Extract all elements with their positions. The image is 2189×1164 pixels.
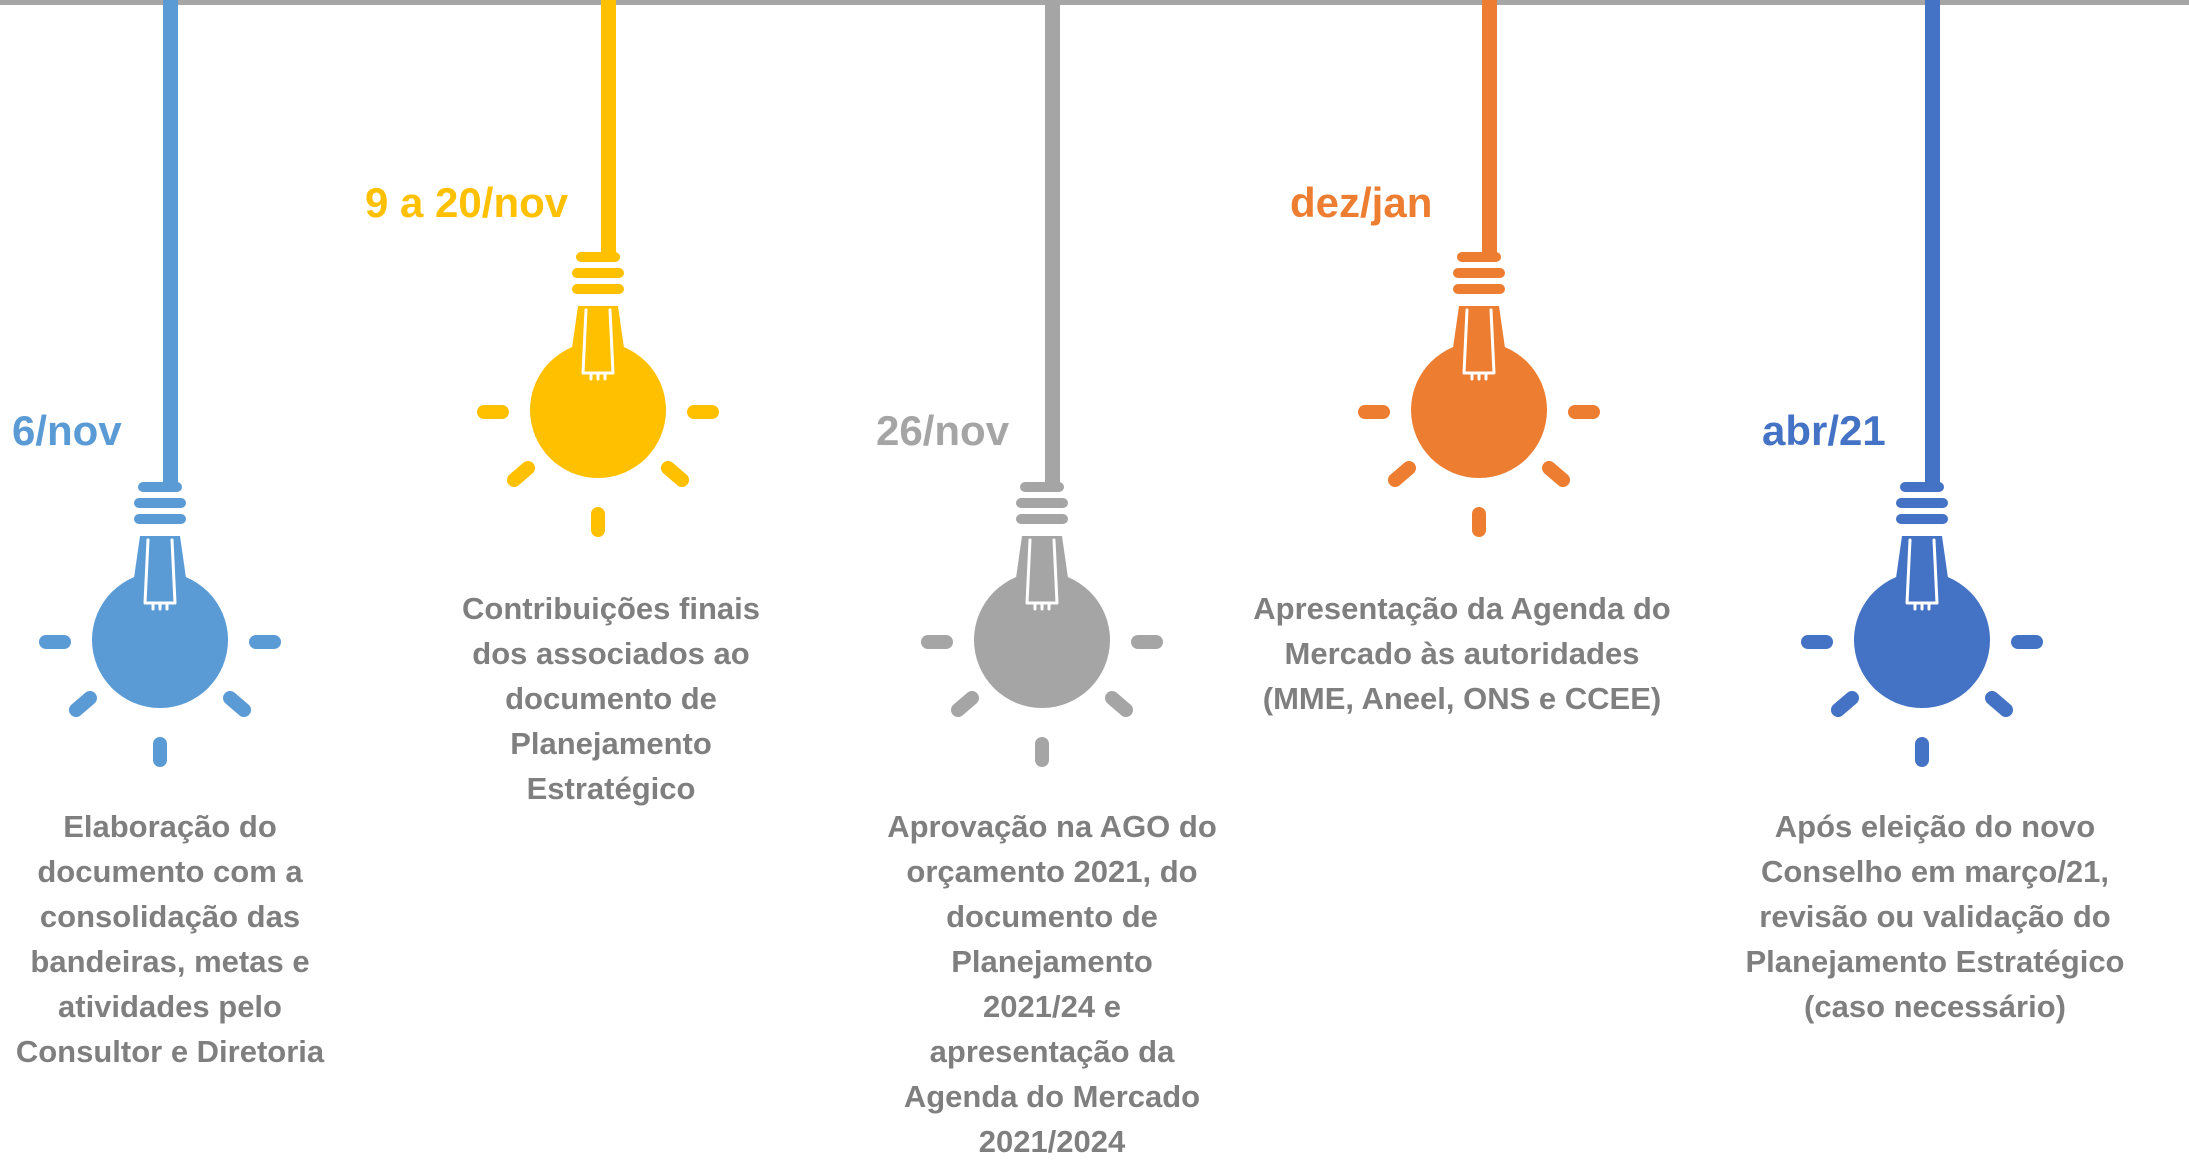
description-line: Após eleição do novo [1774, 809, 2096, 844]
description-line: Planejamento [951, 944, 1153, 979]
description-line: Elaboração do [63, 809, 277, 844]
lightbulb-icon [1801, 482, 2043, 767]
milestone-1-wire [163, 0, 178, 485]
lightbulb-icon [39, 482, 281, 767]
description-line: Planejamento Estratégico [1745, 944, 2125, 979]
description-line: documento de [946, 899, 1158, 934]
description-line: revisão ou validação do [1759, 899, 2111, 934]
description-line: 2021/24 e [983, 989, 1121, 1024]
milestone-1-description: Elaboração do documento com a consolidação… [0, 804, 365, 1074]
description-line: Estratégico [526, 771, 696, 806]
milestone-3-wire [1045, 0, 1060, 485]
milestone-2-description: Contribuições finais dos associados ao doc… [416, 586, 806, 811]
milestone-3-description: Aprovação na AGO do orçamento 2021, do doc… [857, 804, 1247, 1164]
milestone-4-description: Apresentação da Agenda do Mercado às auto… [1222, 586, 1702, 721]
milestone-4-wire [1482, 0, 1497, 255]
description-line: Contribuições finais [462, 591, 760, 626]
description-line: consolidação das [39, 899, 301, 934]
milestone-4-date: dez/jan [1290, 179, 1433, 226]
description-line: Apresentação da Agenda do [1253, 591, 1671, 626]
milestone-2-wire [601, 0, 616, 255]
description-line: dos associados ao [472, 636, 750, 671]
description-line: 2021/2024 [978, 1124, 1126, 1159]
description-line: (MME, Aneel, ONS e CCEE) [1262, 681, 1662, 716]
description-line: Conselho em março/21, [1760, 854, 2109, 889]
description-line: apresentação da [929, 1034, 1175, 1069]
description-line: orçamento 2021, do [906, 854, 1198, 889]
description-line: bandeiras, metas e [30, 944, 310, 979]
milestone-3-date: 26/nov [876, 407, 1010, 454]
timeline-top-line [0, 0, 2189, 5]
milestone-5-wire [1925, 0, 1940, 485]
lightbulb-icon [477, 252, 719, 537]
description-line: Consultor e Diretoria [15, 1034, 325, 1069]
milestone-5-date: abr/21 [1762, 407, 1886, 454]
description-line: Mercado às autoridades [1284, 636, 1640, 671]
description-line: documento com a [37, 854, 303, 889]
milestone-2-date: 9 a 20/nov [365, 179, 569, 226]
lightbulb-icon [921, 482, 1163, 767]
description-line: Planejamento [510, 726, 712, 761]
milestone-1-date: 6/nov [12, 407, 122, 454]
lightbulb-icon [1358, 252, 1600, 537]
description-line: atividades pelo [58, 989, 282, 1024]
description-line: (caso necessário) [1804, 989, 2066, 1024]
description-line: Aprovação na AGO do [887, 809, 1217, 844]
description-line: documento de [505, 681, 717, 716]
description-line: Agenda do Mercado [903, 1079, 1201, 1114]
